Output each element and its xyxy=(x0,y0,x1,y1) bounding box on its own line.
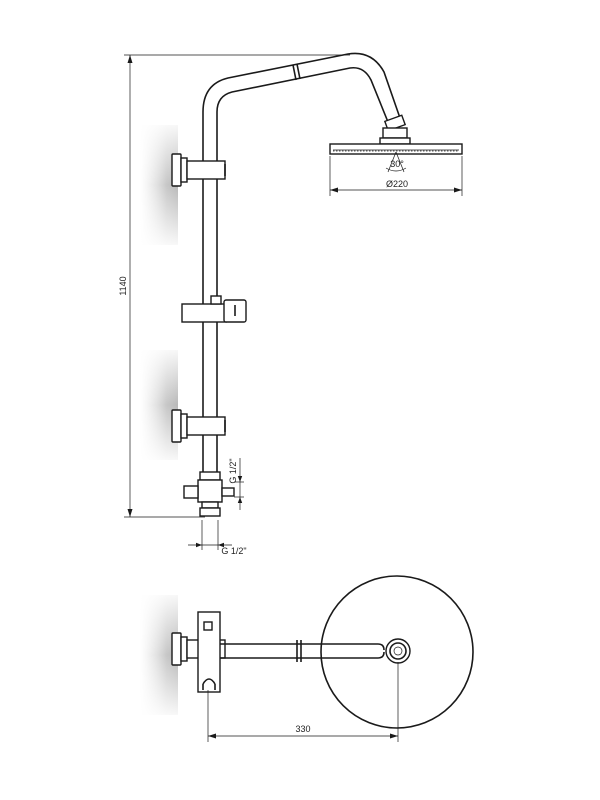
side-connection-dimension: G 1/2" xyxy=(228,458,244,510)
shower-head-top xyxy=(320,575,474,729)
side-connection-label: G 1/2" xyxy=(228,458,238,483)
bottom-connection-dimension: G 1/2" xyxy=(188,520,247,556)
upper-wall-bracket xyxy=(171,153,226,187)
lower-wall-bracket xyxy=(171,409,226,443)
arm-projection-label: 330 xyxy=(295,724,310,734)
shower-head-side: 30° xyxy=(329,143,463,173)
hand-shower-slider xyxy=(181,295,247,323)
head-connector xyxy=(379,114,411,145)
height-dimension-label: 1140 xyxy=(118,276,128,295)
height-dimension: 1140 xyxy=(118,54,350,518)
bottom-connection-label: G 1/2" xyxy=(221,546,246,556)
head-diameter-label: Ø220 xyxy=(386,179,408,189)
top-slider-plate xyxy=(197,611,221,693)
head-diameter-dimension: Ø220 xyxy=(329,156,463,196)
arm-projection-dimension: 330 xyxy=(207,662,399,742)
wall-shading-top xyxy=(140,595,178,715)
spray-angle-label: 30° xyxy=(390,159,404,169)
front-elevation-view: 1140 30° xyxy=(118,52,463,556)
diverter-valve xyxy=(183,471,235,517)
top-arm xyxy=(220,640,385,662)
top-plan-view: 330 xyxy=(140,575,474,742)
overhead-arm xyxy=(202,52,401,123)
top-head-connector xyxy=(385,638,411,664)
